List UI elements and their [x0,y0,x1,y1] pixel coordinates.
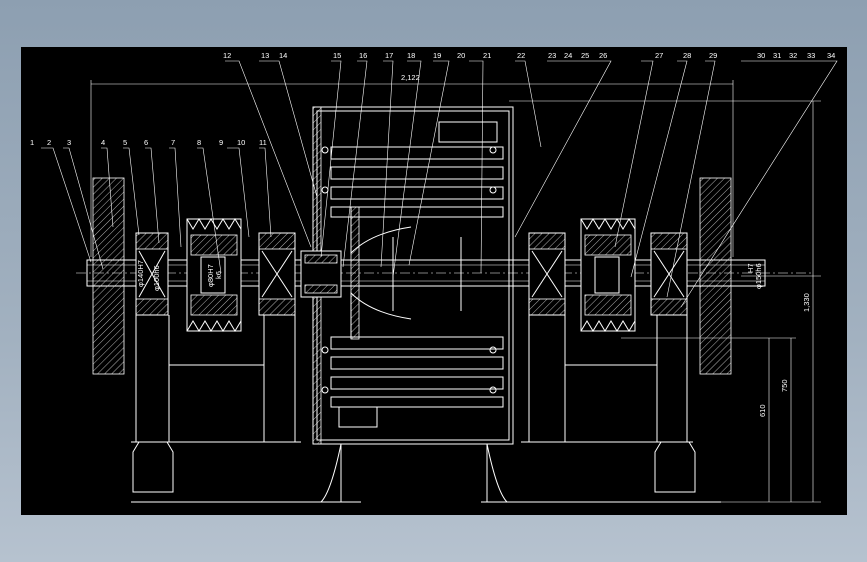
fit-labels: φ140H7 φ100h6 φ80H7 k6 φ150h6 H7 [136,260,763,291]
part-label-30: 30 [757,51,765,60]
part-label-10: 10 [237,138,245,147]
part-label-25: 25 [581,51,589,60]
part-labels-top: 12 13 14 15 16 17 18 19 20 21 22 23 24 2… [223,51,835,60]
right-inner-bearing [528,232,566,316]
part-label-22: 22 [517,51,525,60]
part-label-23: 23 [548,51,556,60]
cad-drawing-canvas: 2,122 1,330 750 610 [21,47,847,515]
part-label-1: 1 [30,138,34,147]
left-inner-bearing [258,232,296,316]
part-label-9: 9 [219,138,223,147]
left-flywheel [92,177,125,375]
part-label-19: 19 [433,51,441,60]
part-label-4: 4 [101,138,105,147]
right-outer-bearing [650,232,688,316]
part-label-3: 3 [67,138,71,147]
right-vertical-dimensions: 1,330 750 610 [501,100,821,503]
height-610-label: 610 [758,404,767,417]
part-label-17: 17 [385,51,393,60]
part-label-31: 31 [773,51,781,60]
part-label-24: 24 [564,51,572,60]
part-label-13: 13 [261,51,269,60]
part-label-20: 20 [457,51,465,60]
housing-base [320,443,508,503]
fit-pulley-bore: φ80H7 [206,264,215,287]
part-label-26: 26 [599,51,607,60]
part-label-14: 14 [279,51,287,60]
central-housing [300,106,514,445]
fit-left-shaft: φ100h6 [152,265,161,291]
fit-pulley-shaft: k6 [214,271,223,279]
right-pedestal [481,315,721,503]
overall-width-dimension: 2,122 [90,73,734,257]
part-labels-left: 1 2 3 4 5 6 7 8 9 10 11 [30,138,267,147]
part-label-15: 15 [333,51,341,60]
left-pulley [186,218,242,332]
height-750-label: 750 [780,379,789,392]
part-label-32: 32 [789,51,797,60]
fit-right-shaft: φ150h6 [754,263,763,289]
part-label-18: 18 [407,51,415,60]
fit-left-bore: φ140H7 [136,260,145,287]
part-label-29: 29 [709,51,717,60]
overall-width-label: 2,122 [401,73,420,82]
main-shaft [86,259,766,287]
right-flywheel [699,177,732,375]
left-pedestal [131,315,361,503]
fit-right: H7 [746,263,755,273]
part-label-16: 16 [359,51,367,60]
part-label-6: 6 [144,138,148,147]
part-label-7: 7 [171,138,175,147]
assembly-drawing: 2,122 1,330 750 610 [30,51,838,503]
right-pulley [580,218,636,332]
part-label-33: 33 [807,51,815,60]
overall-height-label: 1,330 [802,293,811,312]
part-label-2: 2 [47,138,51,147]
left-bearing [135,232,169,316]
leader-lines [41,60,838,308]
part-label-5: 5 [123,138,127,147]
part-label-27: 27 [655,51,663,60]
part-label-12: 12 [223,51,231,60]
part-label-11: 11 [259,138,267,147]
part-label-21: 21 [483,51,491,60]
part-label-34: 34 [827,51,835,60]
part-label-28: 28 [683,51,691,60]
part-label-8: 8 [197,138,201,147]
